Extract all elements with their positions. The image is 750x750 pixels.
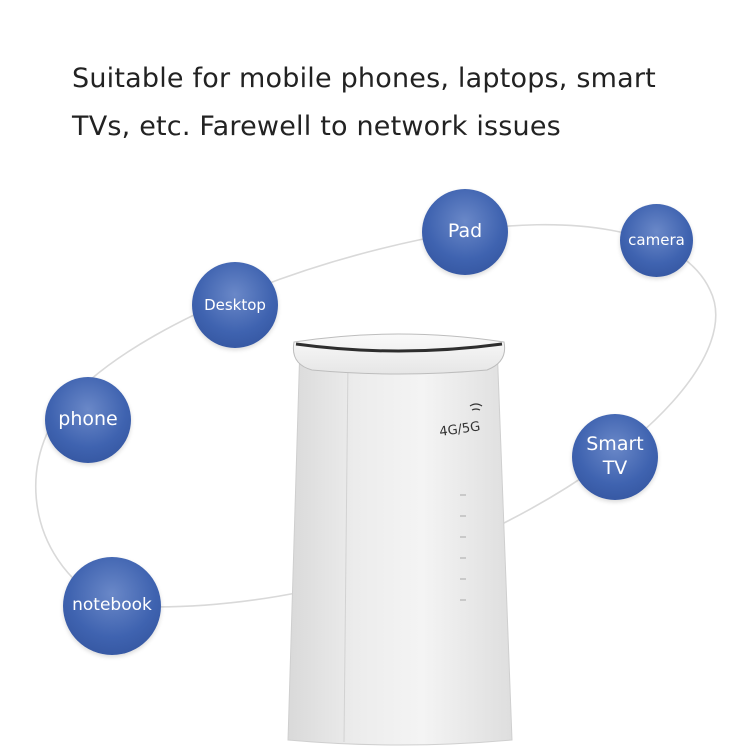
device-bubble-smart-tv: Smart TV — [572, 414, 658, 500]
device-label-phone: phone — [58, 408, 118, 431]
device-label-desktop: Desktop — [204, 295, 266, 314]
router-image: 4G/5G — [287, 333, 513, 746]
device-bubble-pad: Pad — [422, 189, 508, 275]
headline-line-2: TVs, etc. Farewell to network issues — [72, 111, 561, 142]
led-indicator — [460, 536, 466, 538]
device-label-camera: camera — [628, 231, 685, 250]
device-bubble-camera: camera — [620, 204, 693, 277]
led-indicator — [460, 578, 466, 580]
router-seam — [343, 361, 349, 743]
router-logo-text: 4G/5G — [438, 419, 481, 440]
device-label-notebook: notebook — [72, 595, 152, 616]
device-bubble-desktop: Desktop — [192, 262, 278, 348]
device-label-smart-tv-line2: TV — [602, 457, 628, 479]
wifi-icon — [469, 403, 483, 411]
headline-line-1: Suitable for mobile phones, laptops, sma… — [72, 63, 656, 94]
device-bubble-notebook: notebook — [63, 557, 161, 655]
device-bubble-phone: phone — [45, 377, 131, 463]
led-indicator — [460, 599, 466, 601]
headline: Suitable for mobile phones, laptops, sma… — [72, 55, 712, 151]
router-top-rim — [295, 342, 503, 353]
device-label-smart-tv: Smart TV — [586, 433, 643, 481]
led-indicator — [460, 515, 466, 517]
router-logo: 4G/5G — [438, 403, 483, 440]
device-label-smart-tv-line1: Smart — [586, 433, 644, 456]
led-indicator — [460, 494, 466, 496]
router-body — [287, 343, 513, 746]
device-label-pad: Pad — [447, 220, 483, 243]
router-top — [292, 333, 506, 375]
router-status-leds — [460, 494, 466, 601]
led-indicator — [460, 557, 466, 559]
